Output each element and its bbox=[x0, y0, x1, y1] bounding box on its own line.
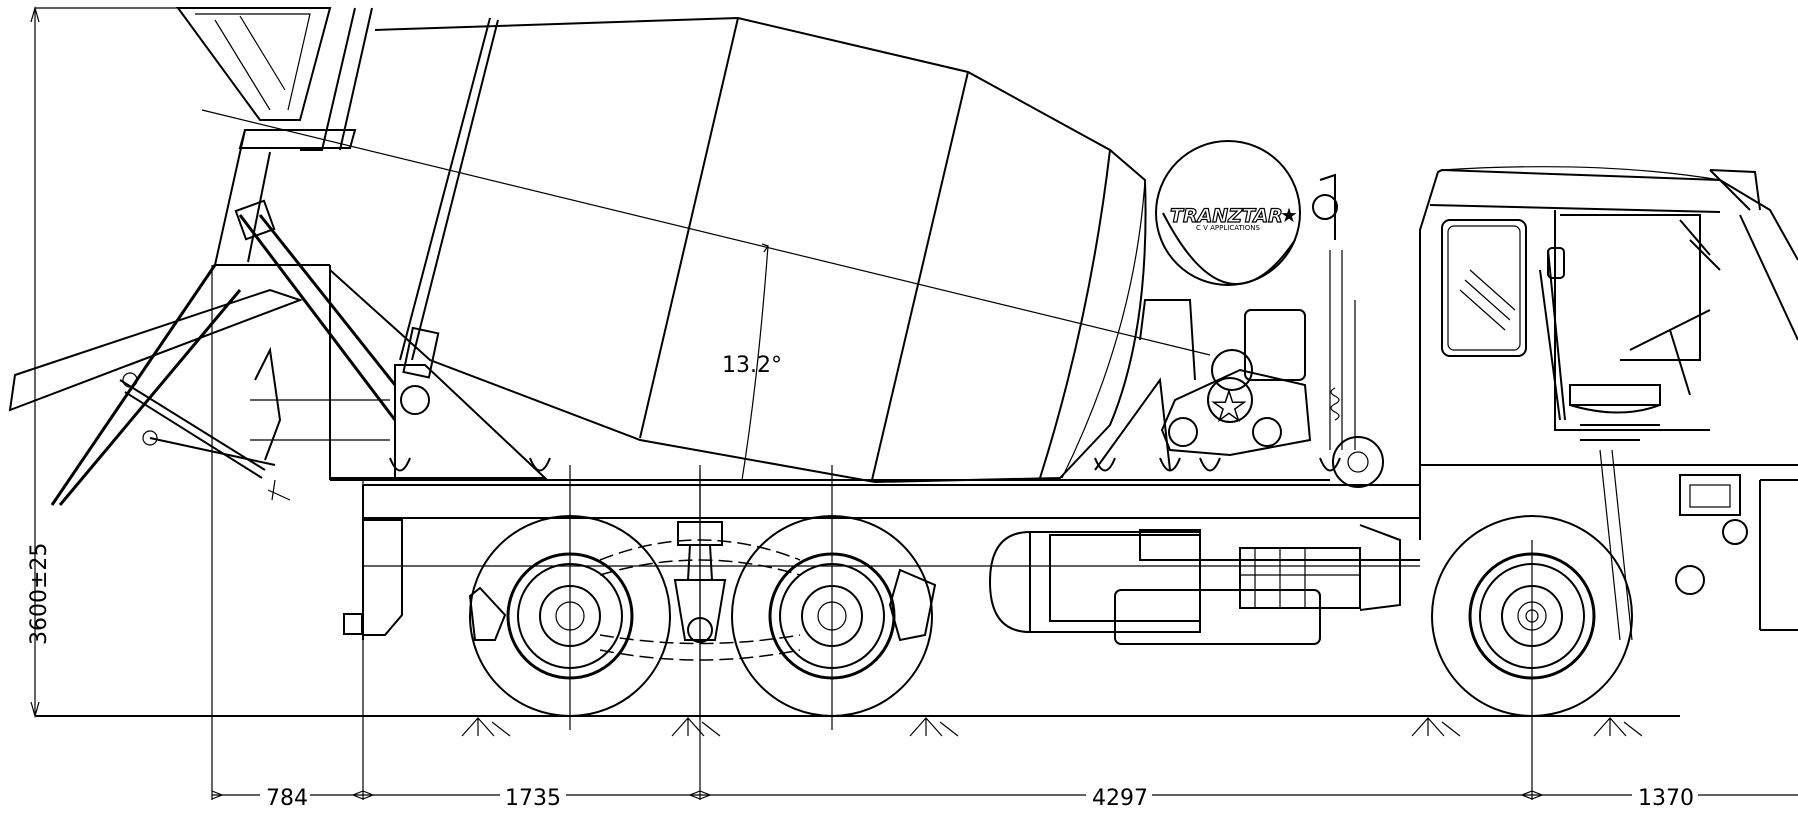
height-dimension: 3600±25 bbox=[27, 5, 180, 719]
brand-logo: TRANZTAR bbox=[1170, 205, 1283, 227]
star-icon: ★ bbox=[1280, 203, 1298, 227]
rear-axle-1-wheel bbox=[469, 465, 671, 730]
truck-cab bbox=[1419, 166, 1798, 641]
brand-logo-subtitle: C V APPLICATIONS bbox=[1196, 224, 1261, 232]
dimension-rear-overhang: 784 bbox=[266, 786, 308, 810]
mixer-drum: 13.2° bbox=[201, 16, 1211, 484]
dimension-wheelbase: 4297 bbox=[1092, 786, 1148, 810]
chassis-frame bbox=[329, 470, 1420, 640]
dimension-front-overhang: 1370 bbox=[1638, 786, 1694, 810]
front-axle-wheel bbox=[1431, 515, 1633, 717]
ground-line bbox=[35, 715, 1680, 737]
horizontal-dimensions: 784 1735 4297 1370 bbox=[211, 265, 1798, 811]
hopper-and-chute bbox=[8, 7, 499, 506]
rear-suspension bbox=[468, 470, 937, 720]
drum-subframe bbox=[250, 265, 1341, 479]
height-dimension-label: 3600±25 bbox=[27, 543, 52, 645]
star-icon: ★ bbox=[1211, 384, 1247, 430]
drum-drive-unit: ★ bbox=[1139, 173, 1384, 488]
drum-angle-label: 13.2° bbox=[722, 353, 782, 378]
fuel-tank-and-battery bbox=[988, 524, 1420, 645]
water-tank: TRANZTAR ★ C V APPLICATIONS bbox=[1155, 140, 1301, 286]
dimension-rear-axle-spacing: 1735 bbox=[505, 786, 561, 810]
rear-axle-2-wheel bbox=[731, 465, 933, 730]
